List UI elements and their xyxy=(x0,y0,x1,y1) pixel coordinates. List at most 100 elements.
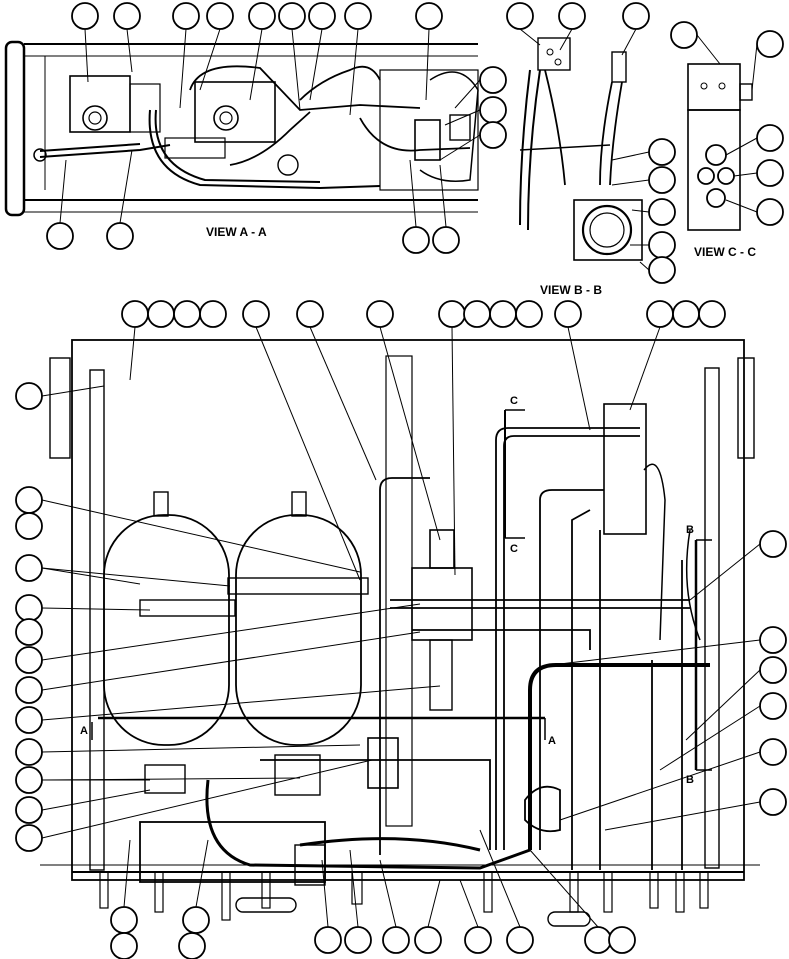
callout-balloon xyxy=(756,159,784,187)
view-a-detail xyxy=(4,40,479,217)
callout-balloon xyxy=(648,166,676,194)
leader-line xyxy=(751,43,758,91)
callout-balloon xyxy=(759,788,787,816)
section-a-marker-left: A xyxy=(80,725,88,737)
leader-line xyxy=(629,326,661,411)
callout-balloon xyxy=(479,121,507,149)
leader-line xyxy=(689,543,761,601)
leader-line xyxy=(733,172,758,177)
callout-balloon xyxy=(432,226,460,254)
view-a-caption: VIEW A - A xyxy=(206,225,267,239)
callout-balloon xyxy=(415,2,443,30)
bottom-manifold xyxy=(139,737,591,927)
callout-balloon xyxy=(199,300,227,328)
leader-line xyxy=(255,326,361,581)
callout-balloon xyxy=(648,138,676,166)
leader-line xyxy=(41,685,441,721)
leader-line xyxy=(659,705,761,771)
leader-line xyxy=(725,137,758,156)
leader-line xyxy=(41,607,151,611)
callout-balloon xyxy=(672,300,700,328)
callout-balloon xyxy=(344,926,372,954)
callout-balloon xyxy=(71,2,99,30)
section-marker-lines xyxy=(91,409,712,771)
leader-line xyxy=(41,567,141,585)
callout-balloon xyxy=(756,124,784,152)
leader-line xyxy=(41,603,421,661)
view-c-detail xyxy=(687,63,753,231)
callout-balloon xyxy=(756,30,784,58)
callout-balloon xyxy=(756,198,784,226)
leader-line xyxy=(84,28,89,83)
callout-balloon xyxy=(515,300,543,328)
callout-balloon xyxy=(759,626,787,654)
leader-line xyxy=(123,839,131,908)
leader-line xyxy=(427,879,441,928)
leader-line xyxy=(559,28,573,51)
callout-balloon xyxy=(296,300,324,328)
callout-balloon xyxy=(648,198,676,226)
view-b-detail xyxy=(519,37,643,261)
callout-balloon xyxy=(172,2,200,30)
leader-line xyxy=(559,639,761,665)
main-valve-assembly xyxy=(411,403,647,711)
callout-balloon xyxy=(178,932,206,959)
callout-balloon xyxy=(759,656,787,684)
section-b-marker-top: B xyxy=(686,524,694,536)
leader-line xyxy=(631,209,650,213)
leader-line xyxy=(379,326,441,541)
callout-balloon xyxy=(584,926,612,954)
leader-line xyxy=(567,326,591,431)
callout-balloon xyxy=(698,300,726,328)
callout-balloon xyxy=(242,300,270,328)
leader-line xyxy=(479,829,521,928)
leader-line xyxy=(41,567,231,587)
leader-lines xyxy=(41,28,761,928)
leader-line xyxy=(41,499,361,573)
callout-balloon xyxy=(759,692,787,720)
callout-balloon xyxy=(506,926,534,954)
view-c-caption: VIEW C - C xyxy=(694,245,756,259)
callout-balloon xyxy=(15,796,43,824)
callout-balloon xyxy=(489,300,517,328)
leader-line xyxy=(41,631,421,691)
leader-line xyxy=(425,28,430,101)
view-a-manifold xyxy=(69,75,299,176)
bottom-fittings xyxy=(99,871,709,921)
leader-line xyxy=(129,326,136,381)
callout-balloon xyxy=(15,738,43,766)
leader-line xyxy=(444,109,481,126)
callout-balloon xyxy=(15,512,43,540)
callout-balloon xyxy=(15,646,43,674)
callout-balloon xyxy=(558,2,586,30)
leader-line xyxy=(439,164,447,228)
callout-balloon xyxy=(147,300,175,328)
leader-line xyxy=(349,849,359,928)
section-c-marker-top: C xyxy=(510,395,518,407)
callout-balloon xyxy=(173,300,201,328)
leader-line xyxy=(41,385,105,397)
leader-line xyxy=(41,759,373,839)
callout-balloon xyxy=(248,2,276,30)
callout-balloon xyxy=(15,766,43,794)
leader-line xyxy=(119,149,133,224)
callout-balloon xyxy=(308,2,336,30)
leader-line xyxy=(604,801,761,831)
callout-balloon xyxy=(15,824,43,852)
callout-balloon xyxy=(648,231,676,259)
section-a-marker-right: A xyxy=(548,735,556,747)
leader-line xyxy=(249,28,263,101)
leader-line xyxy=(291,28,301,111)
leader-line xyxy=(59,159,67,224)
leader-line xyxy=(41,789,151,811)
leader-line xyxy=(685,669,761,741)
callout-balloon xyxy=(506,2,534,30)
callout-balloon xyxy=(121,300,149,328)
callout-balloon xyxy=(479,66,507,94)
leader-line xyxy=(559,751,761,821)
leader-line xyxy=(639,261,650,271)
callout-balloon xyxy=(646,300,674,328)
view-a-tubing xyxy=(39,65,479,190)
captions: VIEW A - A VIEW B - B VIEW C - C A A B B… xyxy=(80,225,756,786)
